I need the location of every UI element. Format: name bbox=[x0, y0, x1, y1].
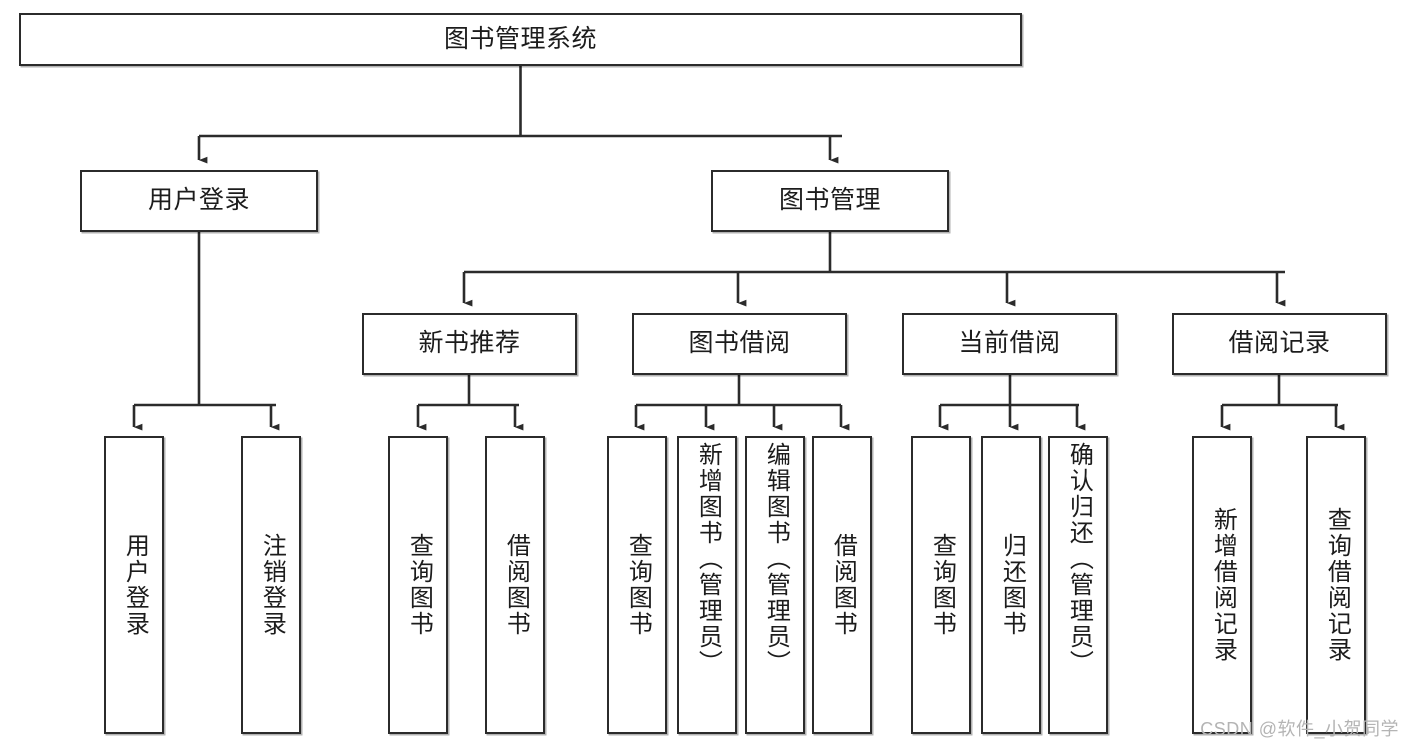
node-leaf-add-record-label: 新增借阅记录 bbox=[1209, 507, 1237, 663]
node-leaf-return-book-label: 归还图书 bbox=[998, 533, 1026, 637]
node-leaf-borrow-book-1-label: 借阅图书 bbox=[502, 533, 530, 637]
node-user-login-label: 用户登录 bbox=[147, 186, 250, 215]
node-leaf-query-book-3[interactable]: 查询图书 bbox=[911, 436, 971, 734]
node-current-borrow[interactable]: 当前借阅 bbox=[902, 313, 1117, 375]
node-new-book-recommend-label: 新书推荐 bbox=[418, 329, 521, 358]
node-book-manage[interactable]: 图书管理 bbox=[711, 170, 949, 232]
node-leaf-add-record[interactable]: 新增借阅记录 bbox=[1192, 436, 1252, 734]
node-book-manage-label: 图书管理 bbox=[778, 186, 881, 215]
node-leaf-edit-book-label: 编辑图书（管理员） bbox=[762, 442, 790, 676]
node-leaf-query-book-3-label: 查询图书 bbox=[928, 533, 956, 637]
node-leaf-add-book[interactable]: 新增图书（管理员） bbox=[677, 436, 737, 734]
node-leaf-user-login[interactable]: 用户登录 bbox=[104, 436, 164, 734]
node-leaf-confirm-return-label: 确认归还（管理员） bbox=[1065, 442, 1093, 676]
node-current-borrow-label: 当前借阅 bbox=[958, 329, 1061, 358]
node-borrow-record-label: 借阅记录 bbox=[1228, 329, 1331, 358]
node-leaf-query-book-1-label: 查询图书 bbox=[405, 533, 433, 637]
node-leaf-user-logout[interactable]: 注销登录 bbox=[241, 436, 301, 734]
node-user-login[interactable]: 用户登录 bbox=[80, 170, 318, 232]
node-book-borrow[interactable]: 图书借阅 bbox=[632, 313, 847, 375]
node-root[interactable]: 图书管理系统 bbox=[19, 13, 1022, 66]
node-borrow-record[interactable]: 借阅记录 bbox=[1172, 313, 1387, 375]
node-leaf-query-book-1[interactable]: 查询图书 bbox=[388, 436, 448, 734]
node-leaf-query-record[interactable]: 查询借阅记录 bbox=[1306, 436, 1366, 734]
node-leaf-query-book-2-label: 查询图书 bbox=[624, 533, 652, 637]
node-leaf-return-book[interactable]: 归还图书 bbox=[981, 436, 1041, 734]
node-leaf-borrow-book-1[interactable]: 借阅图书 bbox=[485, 436, 545, 734]
node-leaf-borrow-book-2[interactable]: 借阅图书 bbox=[812, 436, 872, 734]
node-leaf-query-record-label: 查询借阅记录 bbox=[1323, 507, 1351, 663]
node-leaf-query-book-2[interactable]: 查询图书 bbox=[607, 436, 667, 734]
node-new-book-recommend[interactable]: 新书推荐 bbox=[362, 313, 577, 375]
node-leaf-confirm-return[interactable]: 确认归还（管理员） bbox=[1048, 436, 1108, 734]
node-root-label: 图书管理系统 bbox=[443, 24, 597, 53]
node-leaf-add-book-label: 新增图书（管理员） bbox=[694, 442, 722, 676]
node-leaf-user-login-label: 用户登录 bbox=[121, 533, 149, 637]
node-book-borrow-label: 图书借阅 bbox=[688, 329, 791, 358]
node-leaf-edit-book[interactable]: 编辑图书（管理员） bbox=[745, 436, 805, 734]
node-leaf-borrow-book-2-label: 借阅图书 bbox=[829, 533, 857, 637]
node-leaf-user-logout-label: 注销登录 bbox=[258, 533, 286, 637]
